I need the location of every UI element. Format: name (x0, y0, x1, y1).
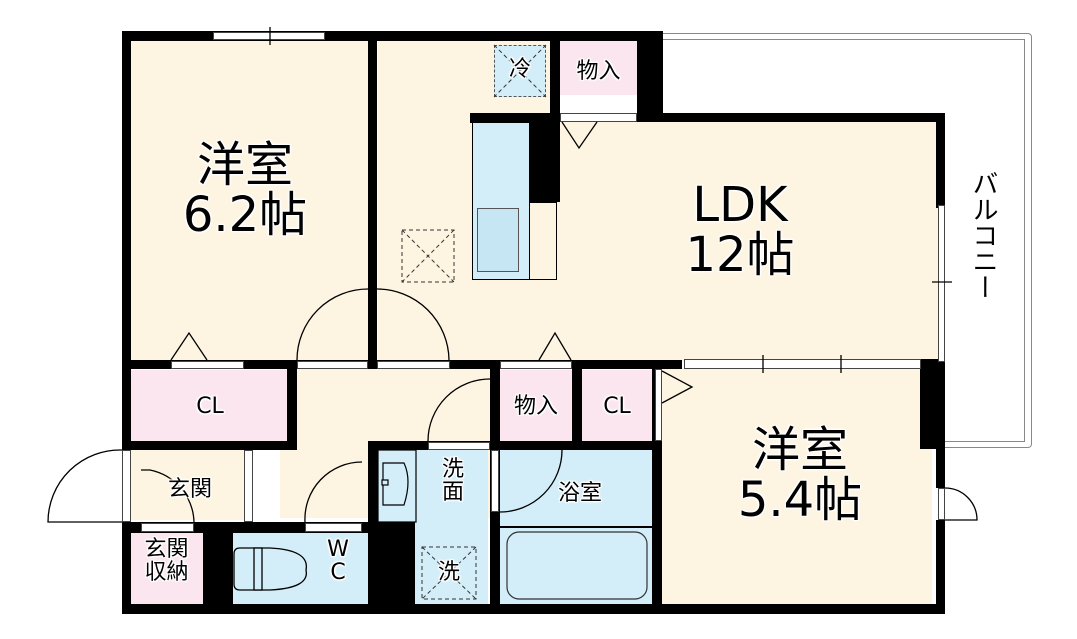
window-room2-top (684, 359, 921, 369)
opening-closet2 (655, 369, 662, 441)
wall-room1-divider (368, 31, 377, 368)
entrance-storage-label: 玄関 収納 (130, 538, 203, 584)
entrance-label: 玄関 (167, 477, 212, 502)
wall-kitchen-top (470, 113, 560, 123)
balcony-label: バルコニー (968, 170, 998, 300)
wall-toilet-left (203, 522, 233, 614)
wall-wash-pillar (368, 522, 415, 614)
opening-storage1 (560, 113, 637, 122)
wall-ldk-right (936, 113, 945, 208)
window-room2-right (938, 488, 945, 520)
storage-1-area (560, 40, 637, 95)
western-room-1-floor (130, 40, 368, 360)
wall-room2-right-mid (936, 448, 945, 488)
wall-ldk-top (540, 113, 945, 122)
wall-closet2-right (652, 360, 662, 614)
western-room-2-floor (662, 368, 932, 605)
opening-toilet-door (305, 523, 362, 532)
wall-outer-left-bottom (122, 362, 131, 444)
western-room-2-label: 洋室 5.4帖 (700, 425, 900, 526)
bathroom-label: 浴室 (557, 481, 602, 506)
opening-ldk-door (377, 361, 450, 369)
wall-pillar-top (637, 31, 663, 113)
entrance-storage-line2: 収納 (144, 560, 189, 586)
opening-entrance-storage (141, 523, 194, 532)
closet-1-label: CL (196, 394, 224, 419)
kitchen-sink (477, 208, 519, 272)
toilet-line1: W (327, 537, 349, 562)
washroom-line1: 洗 (441, 457, 464, 482)
wall-storage2-right (572, 360, 582, 450)
washer-label: 洗 (437, 560, 460, 585)
kitchen-counter-end (530, 202, 557, 280)
window-room1-top (213, 32, 325, 40)
closet-1-area (130, 370, 287, 442)
ldk-size: 12帖 (685, 227, 795, 284)
washroom-line2: 面 (441, 480, 464, 506)
window-ldk-right (938, 205, 945, 362)
entrance-storage-line1: 玄関 (144, 537, 189, 562)
opening-room1-door (297, 361, 368, 369)
entrance-floor (130, 450, 250, 520)
wall-storage1-left (550, 31, 560, 121)
ldk-label: LDK 12帖 (640, 180, 840, 281)
storage-2-label: 物入 (513, 394, 558, 419)
storage-1-label: 物入 (576, 59, 621, 84)
toilet-line2: C (330, 560, 346, 586)
wall-closet1-bottom (122, 441, 297, 450)
opening-wash-door (428, 442, 490, 450)
washroom-label: 洗 面 (433, 458, 473, 504)
fridge-label: 冷 (508, 57, 531, 82)
toilet-label: W C (318, 538, 358, 584)
wall-room2-right-lower (936, 520, 945, 614)
western-room-1-size: 6.2帖 (182, 187, 308, 244)
western-room-2-size: 5.4帖 (737, 472, 863, 529)
western-room-1-label: 洋室 6.2帖 (150, 140, 340, 241)
opening-room1-bottom (171, 361, 244, 369)
western-room-1-name: 洋室 (196, 137, 293, 193)
wall-outer-left-storage (122, 522, 131, 613)
ldk-name: LDK (692, 177, 788, 233)
opening-storage2 (500, 361, 572, 369)
wall-storage-bottom (490, 441, 662, 450)
storage-2-area (500, 370, 572, 442)
entrance-step (244, 450, 253, 522)
wall-outer-left-top (122, 31, 131, 371)
closet-2-area (582, 370, 652, 442)
wall-outer-bottom (122, 604, 945, 614)
ldk-floor-right (540, 122, 938, 362)
opening-bath-door (491, 450, 499, 512)
wall-entrance-bottom (122, 522, 372, 533)
wall-kitchen-pillar (530, 113, 560, 202)
wall-bath-divider (500, 526, 652, 528)
entrance-door-frame (122, 450, 131, 522)
western-room-2-name: 洋室 (751, 422, 848, 478)
closet-2-label: CL (603, 394, 631, 419)
wall-pillar-right (920, 359, 945, 449)
wall-outer-top-left (122, 31, 640, 41)
wall-closet1-right (287, 360, 297, 450)
entrance-storage-area (130, 533, 203, 605)
